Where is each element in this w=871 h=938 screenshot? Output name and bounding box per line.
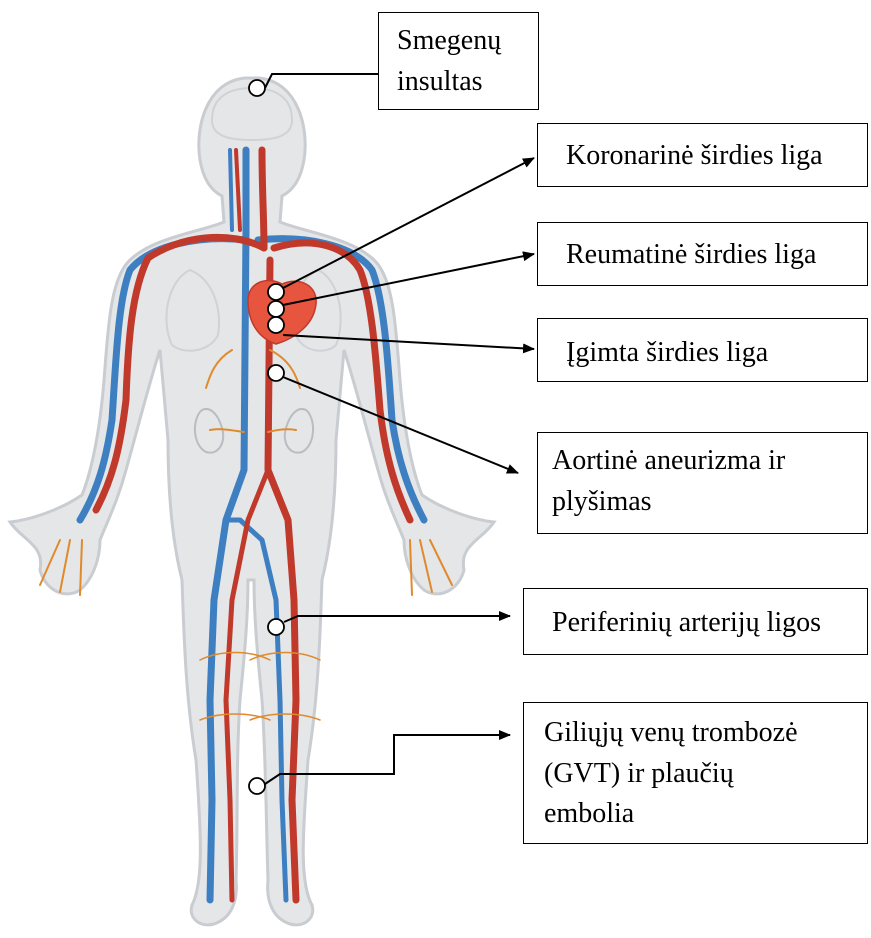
marker-brain: [249, 80, 265, 96]
label-stroke: Smegenų insultas: [378, 12, 539, 110]
marker-rheumatic: [268, 301, 284, 317]
label-rheumatic: Reumatinė širdies liga: [537, 222, 868, 286]
marker-deep-vein: [249, 778, 265, 794]
label-peripheral-text: Periferinių arterijų ligos: [552, 603, 867, 644]
body-silhouette: [10, 78, 494, 925]
label-stroke-line1: Smegenų: [397, 21, 538, 62]
label-rheumatic-text: Reumatinė širdies liga: [566, 235, 867, 276]
marker-congenital: [268, 317, 284, 333]
label-aortic-line1: Aortinė aneurizma ir: [552, 441, 867, 482]
label-coronary-text: Koronarinė širdies liga: [566, 136, 867, 177]
label-dvt-line1: Giliųjų venų trombozė: [544, 713, 867, 754]
label-stroke-line2: insultas: [397, 62, 538, 103]
label-dvt-line2: (GVT) ir plaučių: [544, 754, 867, 795]
label-congenital: Įgimta širdies liga: [537, 318, 868, 382]
label-congenital-text: Įgimta širdies liga: [566, 333, 867, 374]
marker-aorta: [268, 365, 284, 381]
label-aortic-line2: plyšimas: [552, 482, 867, 523]
label-peripheral: Periferinių arterijų ligos: [523, 588, 868, 655]
leader-stroke: [265, 74, 394, 88]
label-dvt: Giliųjų venų trombozė (GVT) ir plaučių e…: [523, 702, 868, 844]
marker-peripheral: [268, 619, 284, 635]
marker-coronary: [268, 284, 284, 300]
label-coronary: Koronarinė širdies liga: [537, 123, 868, 187]
leader-coronary: [283, 158, 534, 288]
label-dvt-line3: embolia: [544, 794, 867, 835]
label-aortic: Aortinė aneurizma ir plyšimas: [537, 432, 868, 534]
